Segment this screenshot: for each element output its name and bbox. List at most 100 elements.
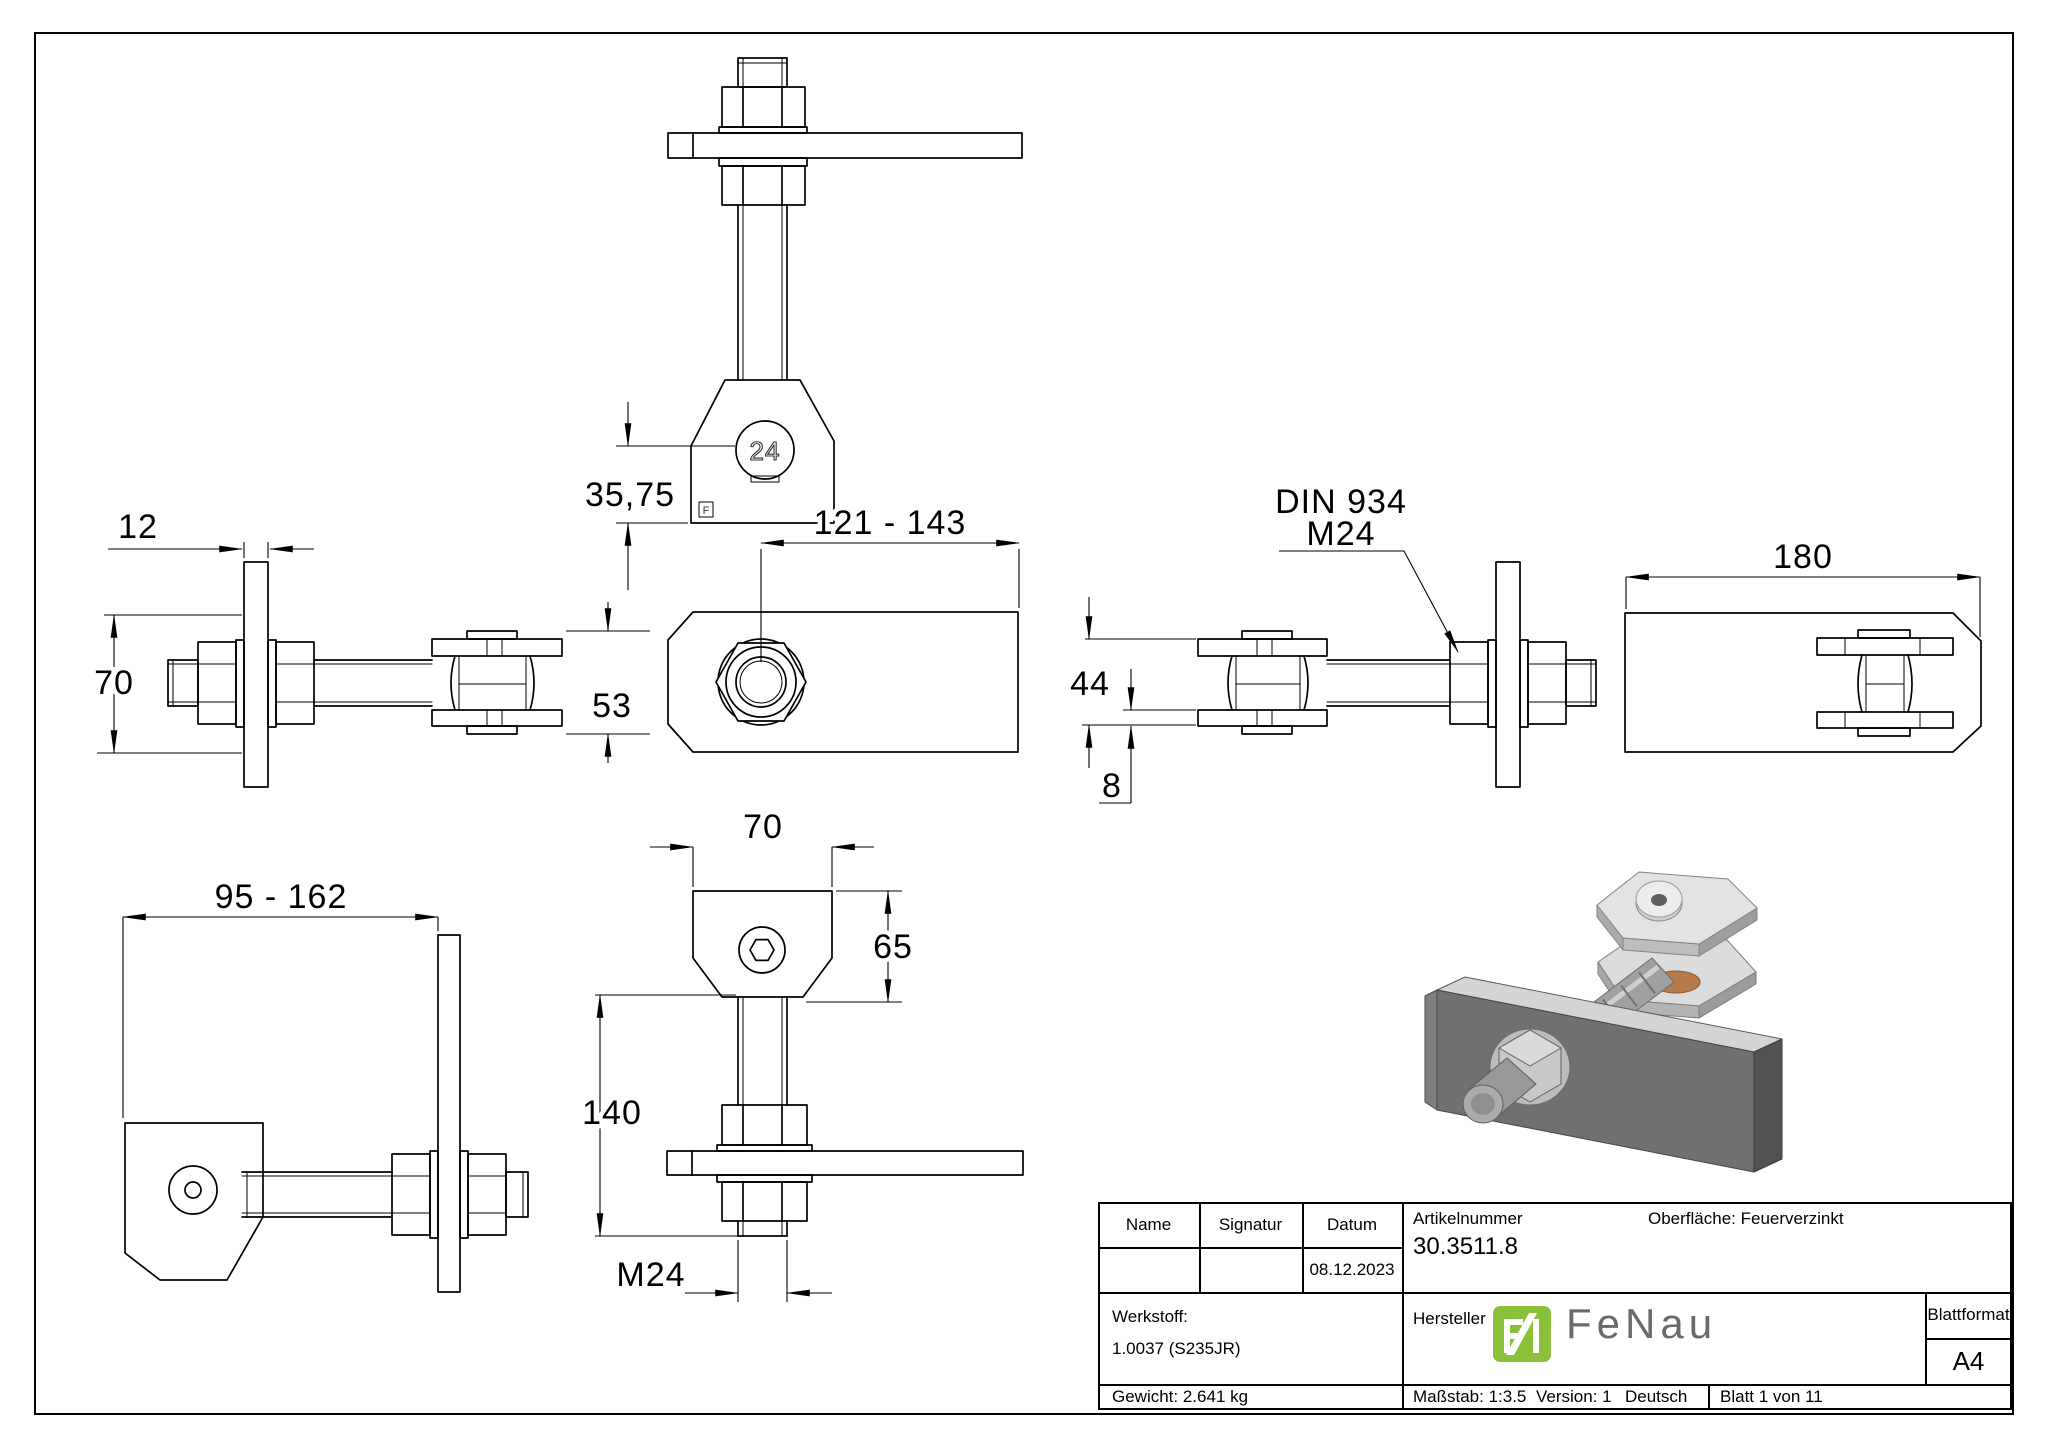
tb-line <box>1098 1202 2012 1204</box>
tb-werkstoff-label: Werkstoff: <box>1112 1307 1188 1326</box>
hex-nut <box>721 1104 808 1146</box>
dim-thread: M24 <box>616 1256 685 1294</box>
tb-signatur-label: Signatur <box>1218 1214 1283 1234</box>
adjustment-nut <box>1462 1028 1571 1124</box>
hex-nut <box>391 1153 431 1236</box>
flat-bar-edge <box>437 934 461 1293</box>
hex-nut-front <box>715 642 807 722</box>
washer <box>718 157 808 167</box>
view-assembly-front: 70 65 140 M24 <box>578 804 1024 1302</box>
hinge-body <box>124 1122 264 1281</box>
tb-line <box>1098 1384 2012 1386</box>
tb-blattformat-value: A4 <box>1952 1345 1985 1376</box>
tb-artikelnummer-label: Artikelnummer <box>1413 1209 1523 1228</box>
washer <box>459 1150 469 1239</box>
tb-version: Version: 1 <box>1536 1387 1612 1406</box>
tb-line <box>1708 1384 1710 1410</box>
tb-datum-value: 08.12.2023 <box>1309 1259 1395 1279</box>
upper-hinge-plate <box>1596 871 1758 957</box>
tb-line <box>1402 1202 1404 1410</box>
title-block: Name Signatur Datum 08.12.2023 Artikelnu… <box>1098 1202 2012 1410</box>
washer <box>1519 639 1529 728</box>
tb-line <box>1098 1202 1100 1410</box>
sheet-border-frame <box>34 32 2014 1415</box>
dim-bar-width: 70 <box>94 664 134 702</box>
tb-line <box>1925 1292 1927 1384</box>
hex-nut <box>467 1153 507 1236</box>
dim-knuckle-inner: 44 <box>1070 665 1110 703</box>
tb-line <box>1098 1247 1402 1249</box>
washer <box>429 1150 439 1239</box>
dim-knuckle-overall: 53 <box>592 687 632 725</box>
view-top: 24 F 35,75 <box>580 57 1023 590</box>
hex-nut <box>721 165 806 206</box>
hex-nut <box>1527 641 1567 725</box>
isometric-view <box>1424 871 1783 1173</box>
dim-rod-length: 140 <box>582 1094 642 1132</box>
dim-plate-length: 180 <box>1773 538 1833 576</box>
dim-body-width: 70 <box>743 808 783 846</box>
maker-mark: F <box>703 505 710 517</box>
view-rear-plate: 180 <box>1624 534 1982 753</box>
hex-socket <box>749 938 775 962</box>
tb-line <box>1925 1338 2012 1340</box>
tb-artikelnummer-value: 30.3511.8 <box>1413 1233 1518 1260</box>
tb-hersteller-label: Hersteller <box>1413 1309 1486 1328</box>
dim-body-height: 65 <box>873 928 913 966</box>
view-assembly-side: 95 - 162 <box>121 874 529 1293</box>
tb-oberflaeche: Oberfläche: Feuerverzinkt <box>1648 1209 1844 1228</box>
hex-nut <box>721 86 806 128</box>
fenau-logo-icon <box>1493 1306 1551 1362</box>
tb-massstab: Maßstab: 1:3.5 <box>1413 1387 1527 1406</box>
hinge-knuckle <box>431 630 563 735</box>
view-side-right: 44 8 DIN 934 M24 <box>1066 479 1597 810</box>
fenau-wordmark: FeNau <box>1566 1300 1718 1347</box>
flat-bar <box>666 1150 1024 1176</box>
dim-hole-offset: 35,75 <box>585 476 675 514</box>
tb-line <box>1199 1202 1201 1292</box>
tb-datum-label: Datum <box>1326 1214 1378 1234</box>
tb-sprache: Deutsch <box>1625 1387 1688 1406</box>
tb-blatt: Blatt 1 von 11 <box>1720 1387 1823 1406</box>
view-front-plate: 121 - 143 <box>667 500 1021 753</box>
flat-bar <box>667 132 1023 159</box>
tb-werkstoff-value: 1.0037 (S235JR) <box>1112 1339 1241 1358</box>
hex-nut <box>197 641 237 725</box>
washer <box>267 639 277 728</box>
view-side-left: 12 70 53 <box>90 504 650 788</box>
tb-line <box>1098 1408 2012 1410</box>
washer <box>1487 639 1497 728</box>
leader-din934: DIN 934 <box>1275 483 1407 521</box>
tb-gewicht: Gewicht: 2.641 kg <box>1112 1387 1249 1406</box>
gate-plate <box>1495 561 1521 788</box>
mounting-plate <box>1624 612 1982 753</box>
dim-bar-thickness: 12 <box>118 508 158 546</box>
stud-end <box>737 57 788 88</box>
tb-name-label: Name <box>1125 1214 1172 1234</box>
tb-blattformat-label: Blattformat <box>1927 1305 2010 1324</box>
dim-adjust-range-front: 121 - 143 <box>814 504 967 542</box>
tb-line <box>2010 1202 2012 1410</box>
leader-m24: M24 <box>1306 515 1375 553</box>
size-stamp: 24 <box>750 436 781 466</box>
washer <box>716 1174 813 1183</box>
stud-end <box>1565 659 1597 707</box>
hinge-body <box>692 890 833 998</box>
hex-nut <box>721 1181 808 1222</box>
hinge-knuckle-rear <box>1816 629 1954 737</box>
socket-hole <box>1651 894 1667 906</box>
tb-line <box>1302 1202 1304 1292</box>
tb-line <box>1098 1292 2012 1294</box>
pivot-hole <box>168 1165 218 1215</box>
hex-nut <box>1449 641 1489 725</box>
washer <box>718 126 808 134</box>
dim-plate-thickness: 8 <box>1102 767 1122 805</box>
stamp-circle <box>735 420 795 480</box>
washer <box>235 639 245 728</box>
washer <box>716 1144 813 1152</box>
hinge-knuckle <box>1197 630 1328 735</box>
stud-end <box>505 1171 529 1218</box>
dim-adjust-range-side: 95 - 162 <box>215 878 348 916</box>
